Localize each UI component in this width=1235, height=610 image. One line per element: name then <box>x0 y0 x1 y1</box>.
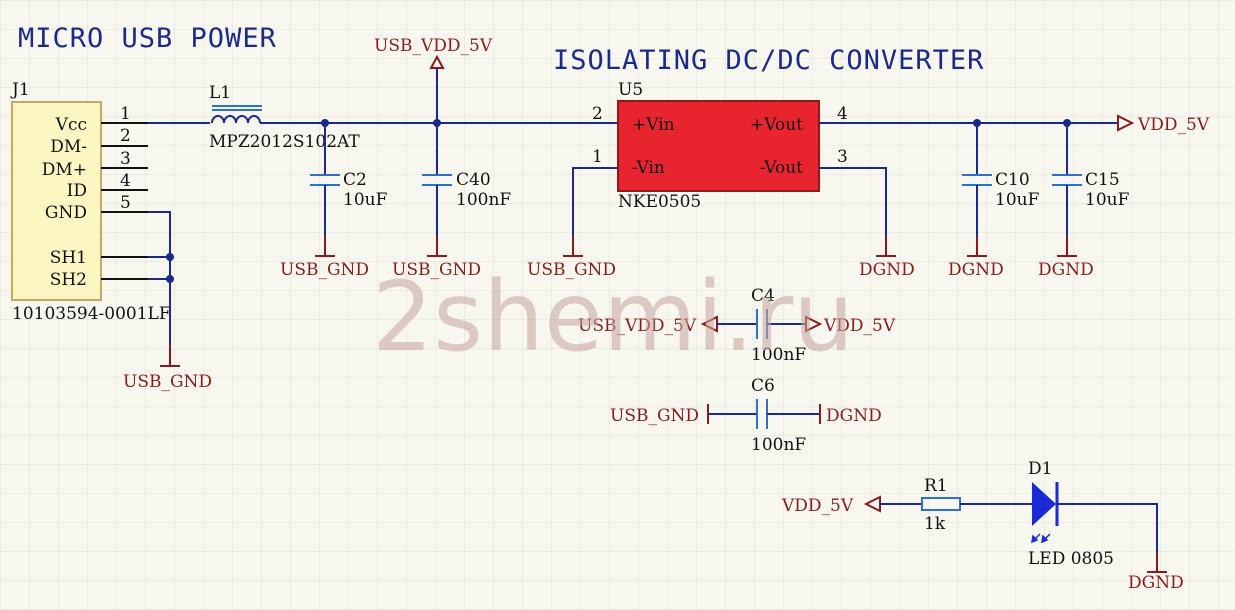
light-emission-arrows-icon <box>1031 533 1051 544</box>
j1-pin-dm-minus: DM- <box>50 137 87 157</box>
gnd-symbol-c10 <box>967 236 987 257</box>
j1-pin-sh1: SH1 <box>50 248 87 268</box>
u5-body <box>617 100 820 192</box>
j1-pin-num-4: 4 <box>120 171 131 191</box>
j1-pin-id: ID <box>67 181 87 201</box>
gnd-symbol-c40 <box>427 236 447 257</box>
wire-d1-to-dgnd <box>1057 503 1158 552</box>
u5-pin-vin-minus: -Vin <box>632 158 665 178</box>
r1-value: 1k <box>924 514 946 534</box>
j1-pin-gnd: GND <box>45 203 87 223</box>
c15-value: 10uF <box>1085 190 1130 210</box>
capacitor-c10[interactable]: C10 10uF <box>962 123 1040 236</box>
net-label-dgnd-vout: DGND <box>859 260 915 280</box>
j1-body <box>11 101 102 301</box>
d1-ref: D1 <box>1028 459 1052 479</box>
c40-ref: C40 <box>456 170 491 190</box>
c10-value: 10uF <box>995 190 1040 210</box>
net-label-dgnd-c6: DGND <box>826 406 882 426</box>
capacitor-c6[interactable]: C6 100nF <box>708 376 820 455</box>
wire-vout-minus <box>819 167 887 236</box>
j1-pin-dm-plus: DM+ <box>42 160 87 180</box>
c40-value: 100nF <box>456 190 511 210</box>
u5-pin-num-2: 2 <box>592 104 603 124</box>
gnd-symbol-j1 <box>160 345 180 367</box>
wire-vin-minus <box>572 167 618 236</box>
c6-value: 100nF <box>751 435 806 455</box>
title-micro-usb-power: MICRO USB POWER <box>18 23 277 54</box>
capacitor-c40[interactable]: C40 100nF <box>422 123 511 236</box>
u5-pin-num-4: 4 <box>837 104 848 124</box>
junction-sh2 <box>166 275 174 283</box>
port-arrow-vdd-rail <box>1117 114 1135 132</box>
c6-ref: C6 <box>751 376 775 396</box>
net-label-usb-gnd-vin: USB_GND <box>527 260 616 280</box>
d1-triangle <box>1032 482 1056 526</box>
j1-designator: J1 <box>10 80 30 100</box>
power-port-usb-vdd-arrow <box>429 54 445 69</box>
port-arrow-c4-right <box>805 315 823 333</box>
connector-j1[interactable]: J1 10103594-0001LF Vcc DM- DM+ ID GND SH… <box>10 80 171 324</box>
net-label-dgnd-c15: DGND <box>1038 260 1094 280</box>
net-label-usb-vdd-c4: USB_VDD_5V <box>578 316 697 336</box>
u5-pin-vout-minus: -Vout <box>760 158 803 178</box>
net-label-usb-gnd-c2: USB_GND <box>280 260 369 280</box>
junction-sh1 <box>166 253 174 261</box>
j1-pin-sh2: SH2 <box>50 270 87 290</box>
wire-j1-gnd <box>148 211 171 345</box>
capacitor-c4[interactable]: C4 100nF <box>717 286 806 365</box>
net-label-usb-gnd-j1: USB_GND <box>123 372 212 392</box>
gnd-symbol-c15 <box>1057 236 1077 257</box>
converter-u5[interactable]: U5 NKE0505 +Vin -Vin +Vout -Vout 2 1 4 3 <box>592 80 848 212</box>
title-isolating-converter: ISOLATING DC/DC CONVERTER <box>553 45 984 76</box>
net-label-usb-gnd-c6: USB_GND <box>610 406 699 426</box>
capacitor-c2[interactable]: C2 10uF <box>310 123 388 236</box>
net-label-usb-gnd-c40: USB_GND <box>392 260 481 280</box>
c2-value: 10uF <box>343 190 388 210</box>
net-label-vdd-rail: VDD_5V <box>1137 115 1210 135</box>
u5-pin-num-1: 1 <box>592 147 603 167</box>
c4-ref: C4 <box>751 286 775 306</box>
j1-pin-num-5: 5 <box>120 193 131 213</box>
l1-coil <box>211 115 261 124</box>
net-label-usb-vdd-top: USB_VDD_5V <box>374 36 493 56</box>
j1-pin-num-1: 1 <box>120 104 131 124</box>
l1-part-number: MPZ2012S102AT <box>209 132 360 152</box>
net-label-dgnd-c10: DGND <box>948 260 1004 280</box>
net-label-dgnd-led: DGND <box>1128 573 1184 593</box>
c15-ref: C15 <box>1085 170 1120 190</box>
net-label-vdd-c4: VDD_5V <box>823 316 896 336</box>
watermark-text: 2shemi.ru <box>372 261 854 373</box>
c4-value: 100nF <box>751 345 806 365</box>
j1-pin-num-3: 3 <box>120 149 131 169</box>
gnd-symbol-vout-minus <box>876 236 896 257</box>
j1-pin-num-2: 2 <box>120 126 131 146</box>
u5-pin-vout-plus: +Vout <box>750 115 803 135</box>
capacitor-c15[interactable]: C15 10uF <box>1052 123 1130 236</box>
u5-pin-num-3: 3 <box>837 147 848 167</box>
d1-value: LED 0805 <box>1028 549 1114 569</box>
inductor-l1[interactable]: L1 MPZ2012S102AT <box>209 83 360 152</box>
c10-ref: C10 <box>995 170 1030 190</box>
j1-part-number: 10103594-0001LF <box>12 304 171 324</box>
gnd-symbol-led <box>1147 552 1167 573</box>
j1-pin-vcc: Vcc <box>55 115 87 135</box>
u5-pin-vin-plus: +Vin <box>632 115 675 135</box>
led-d1[interactable]: D1 LED 0805 <box>1028 459 1114 569</box>
u5-designator: U5 <box>618 80 643 100</box>
net-label-vdd-led: VDD_5V <box>781 496 854 516</box>
u5-part-number: NKE0505 <box>618 192 701 212</box>
l1-designator: L1 <box>209 83 231 103</box>
gnd-symbol-c2 <box>315 236 335 257</box>
c2-ref: C2 <box>343 170 367 190</box>
r1-ref: R1 <box>924 476 948 496</box>
gnd-symbol-vin-minus <box>563 236 583 257</box>
